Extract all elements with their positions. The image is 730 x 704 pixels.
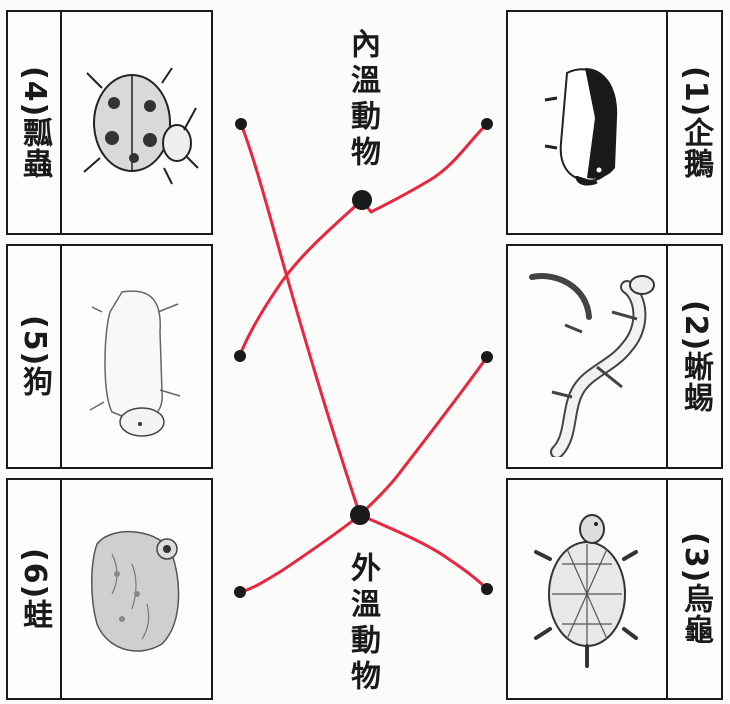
card-turtle: (3)烏龜: [506, 478, 723, 700]
card-label: (6)蛙: [17, 547, 52, 631]
card-label-wrap: (2)蜥蜴: [669, 246, 721, 467]
dot-frog: [234, 586, 246, 598]
dog-icon: [63, 246, 211, 467]
card-label: (3)烏龜: [678, 532, 713, 646]
line-penguin-to-warm: [360, 122, 489, 214]
line-cold-to-turtle: [358, 513, 489, 591]
line-lizard-to-cold: [358, 355, 489, 517]
turtle-icon: [508, 480, 666, 698]
dot-warm-hub: [352, 190, 372, 210]
dot-ladybug: [235, 118, 247, 130]
card-lizard: (2)蜥蜴: [506, 244, 723, 469]
card-label: (4)瓢蟲: [17, 65, 52, 180]
card-label-wrap: (5)狗: [8, 246, 60, 467]
card-dog: (5)狗: [6, 244, 213, 469]
card-divider: [666, 246, 668, 467]
line-ladybug-to-cold: [239, 122, 362, 517]
card-divider: [60, 246, 62, 467]
line-warm-to-dog: [238, 198, 364, 357]
card-label: (1)企鵝: [678, 65, 713, 180]
card-divider: [60, 12, 62, 233]
lizard-icon: [508, 246, 666, 467]
category-warm-blooded: 內溫動物: [345, 28, 380, 172]
dot-cold-hub: [350, 505, 370, 525]
card-divider: [666, 12, 668, 233]
card-divider: [666, 480, 668, 698]
category-cold-blooded: 外溫動物: [345, 552, 380, 696]
card-penguin: (1)企鵝: [506, 10, 723, 235]
frog-icon: [63, 480, 211, 698]
card-label: (5)狗: [17, 315, 52, 398]
card-ladybug: (4)瓢蟲: [6, 10, 213, 235]
dot-dog: [234, 350, 246, 362]
card-label-wrap: (4)瓢蟲: [8, 12, 60, 233]
card-label-wrap: (3)烏龜: [669, 480, 721, 698]
ladybug-icon: [63, 12, 211, 233]
penguin-icon: [508, 12, 666, 233]
card-label-wrap: (1)企鵝: [669, 12, 721, 233]
dot-lizard: [481, 351, 493, 363]
card-label-wrap: (6)蛙: [8, 480, 60, 698]
line-cold-to-frog: [238, 513, 362, 594]
card-label: (2)蜥蜴: [678, 299, 713, 414]
dot-turtle: [481, 583, 493, 595]
dot-penguin: [481, 118, 493, 130]
card-frog: (6)蛙: [6, 478, 213, 700]
card-divider: [60, 480, 62, 698]
